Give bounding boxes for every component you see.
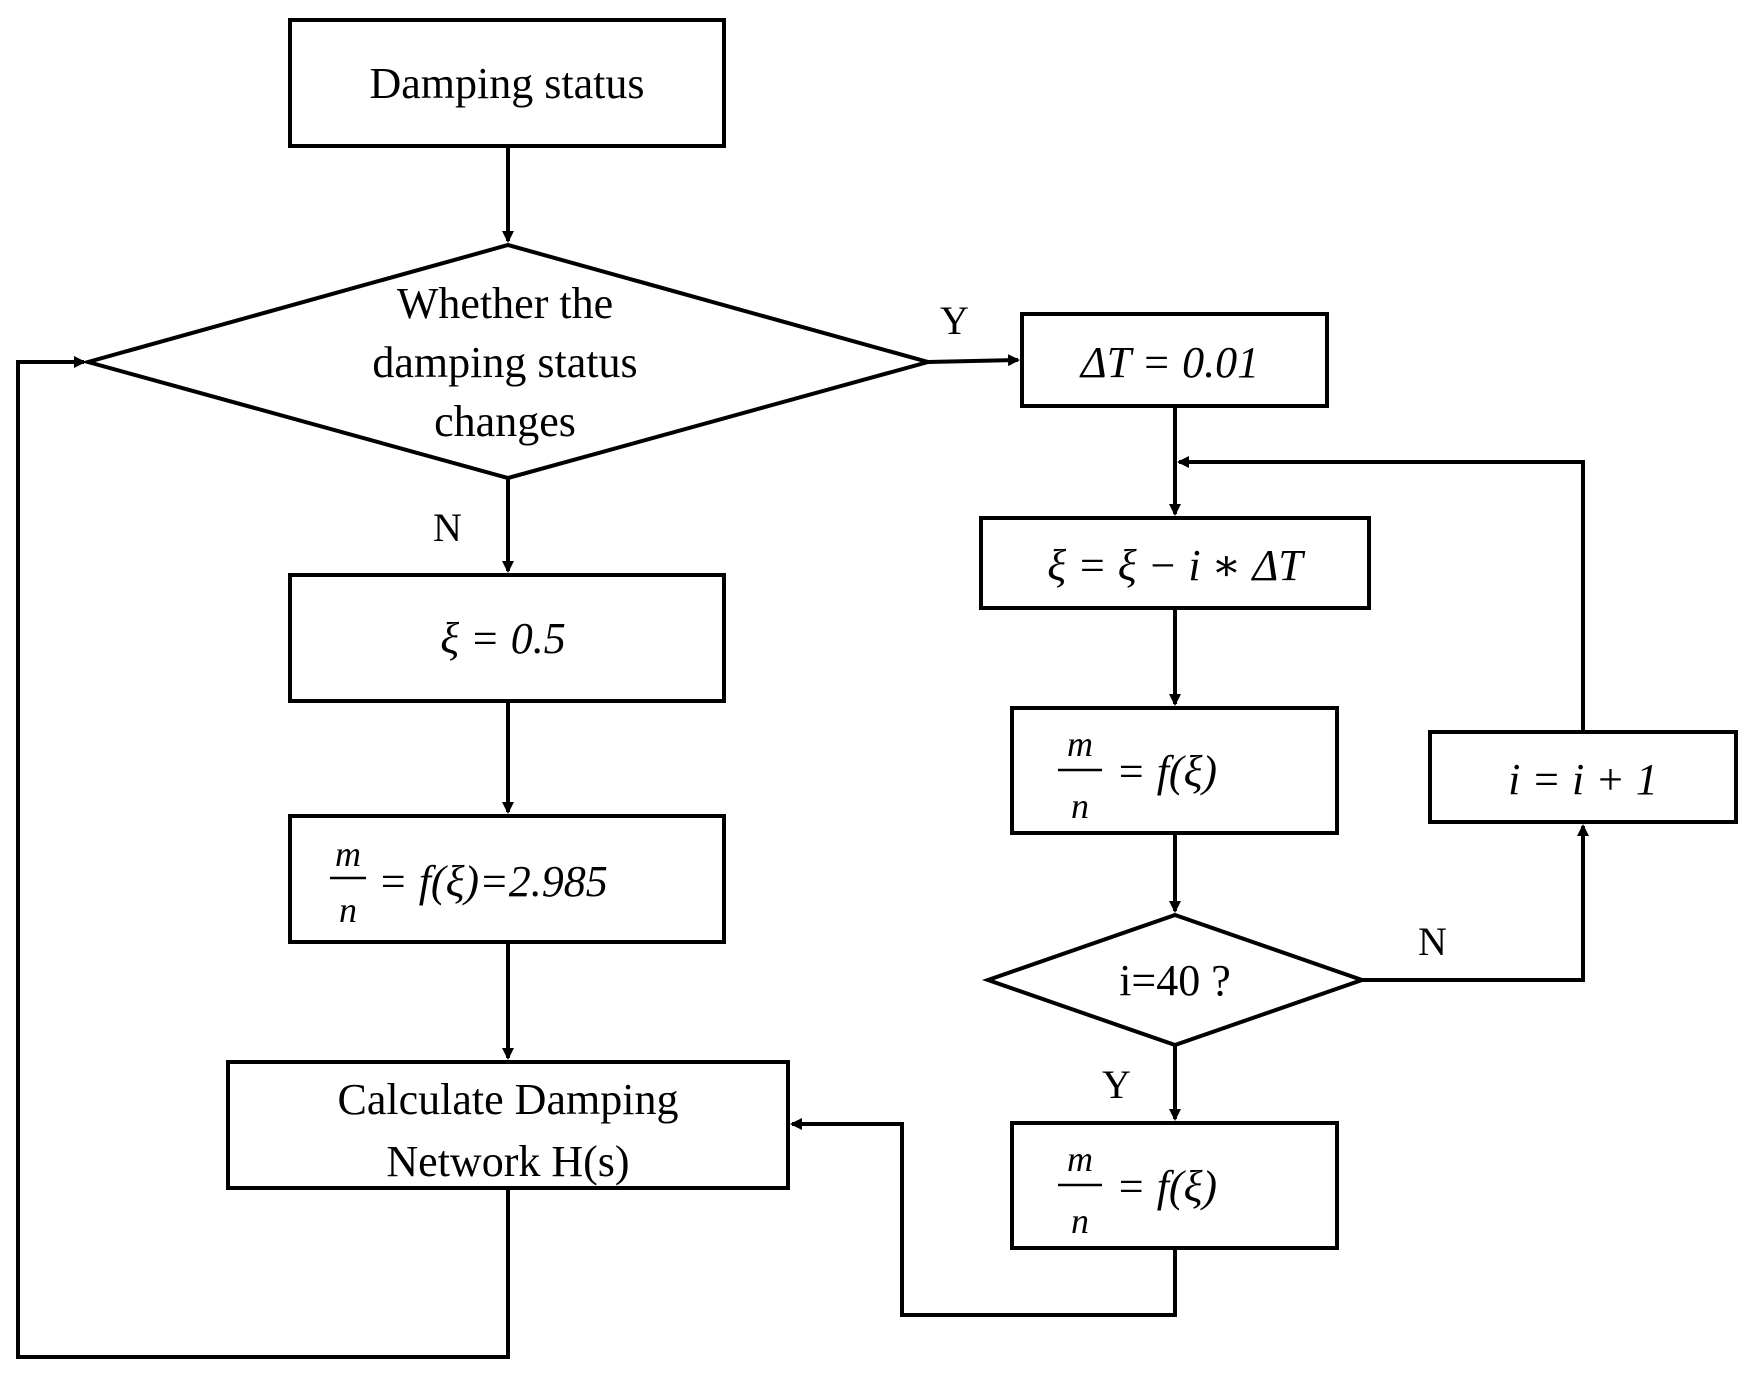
edge-label-d1-no: N <box>433 505 462 550</box>
calc-line2: Network H(s) <box>386 1137 629 1186</box>
ratio-loop-numerator: m <box>1067 724 1093 764</box>
decision1-line1: Whether the <box>397 279 613 328</box>
ratio-fixed-denominator: n <box>339 890 357 930</box>
loop-back-to-decision <box>16 356 510 1359</box>
ratio-final-denominator: n <box>1071 1201 1089 1241</box>
ratio-final-numerator: m <box>1067 1139 1093 1179</box>
calc-line1: Calculate Damping <box>338 1075 679 1124</box>
ratio-final-rhs: = f(ξ) <box>1116 1162 1217 1211</box>
decision2-label: i=40 ? <box>1119 956 1231 1005</box>
ratio-loop-rhs: = f(ξ) <box>1116 747 1217 796</box>
arrow-decision2-no <box>1362 824 1589 982</box>
edge-label-d1-yes: Y <box>940 298 969 343</box>
delta-t-label: ΔT = 0.01 <box>1079 338 1259 387</box>
arrow-decision-yes <box>927 354 1020 367</box>
xi-set-label: ξ = 0.5 <box>440 614 566 663</box>
edge-label-d2-yes: Y <box>1102 1062 1131 1107</box>
ratio-loop-denominator: n <box>1071 786 1089 826</box>
xi-update-label: ξ = ξ − i ∗ ΔT <box>1047 541 1306 590</box>
decision1-line3: changes <box>434 397 576 446</box>
arrow-final-to-calc <box>790 1118 1177 1317</box>
start-label: Damping status <box>370 59 645 108</box>
ratio-fixed-numerator: m <box>335 834 361 874</box>
arrow-increment-loop <box>1177 456 1585 732</box>
ratio-fixed-rhs: = f(ξ)=2.985 <box>378 857 608 906</box>
edge-label-d2-no: N <box>1418 919 1447 964</box>
decision1-line2: damping status <box>372 338 637 387</box>
increment-label: i = i + 1 <box>1508 755 1658 804</box>
